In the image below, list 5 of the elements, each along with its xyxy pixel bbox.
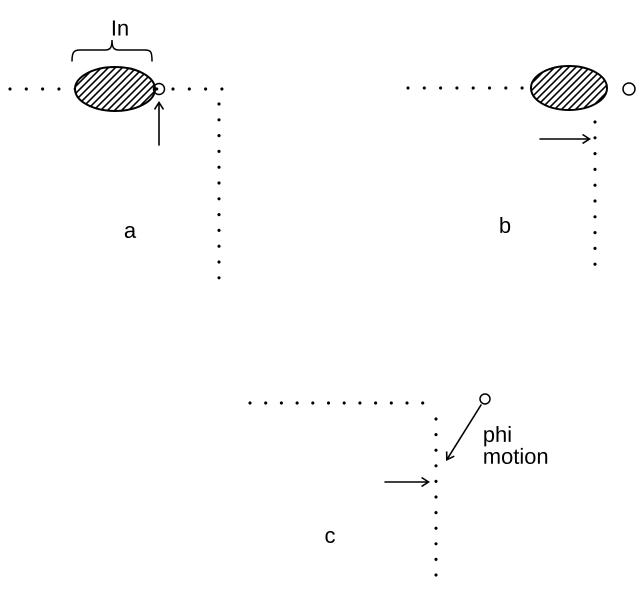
panel-label: a [124, 226, 136, 238]
panel-label: b [500, 216, 510, 234]
brace-label: In [112, 20, 128, 36]
motion-label: phi motion [484, 426, 548, 464]
panel-label: c [325, 530, 335, 543]
